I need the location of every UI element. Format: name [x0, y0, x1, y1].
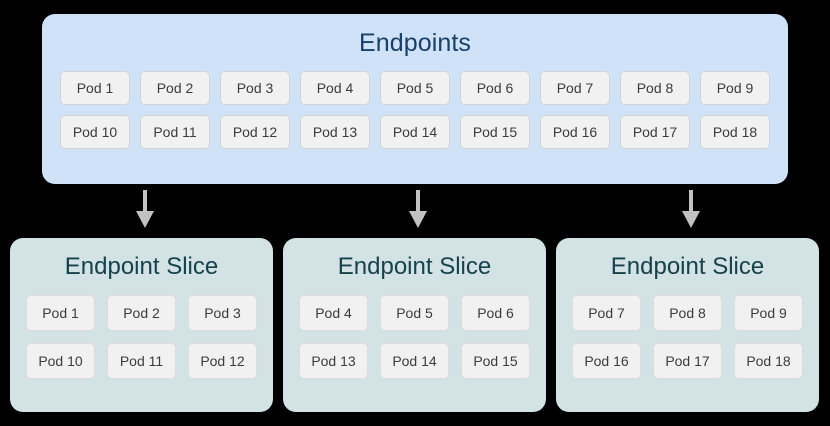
pod-chip[interactable]: Pod 10 — [26, 343, 95, 379]
pod-chip[interactable]: Pod 3 — [188, 295, 257, 331]
pod-chip[interactable]: Pod 18 — [700, 115, 770, 149]
pod-chip[interactable]: Pod 17 — [620, 115, 690, 149]
pod-chip[interactable]: Pod 10 — [60, 115, 130, 149]
arrow-down-icon — [136, 190, 154, 228]
pod-chip[interactable]: Pod 14 — [380, 343, 449, 379]
pod-chip[interactable]: Pod 7 — [572, 295, 641, 331]
pod-chip[interactable]: Pod 6 — [461, 295, 530, 331]
endpoint-slice-panel-1: Endpoint Slice Pod 1 Pod 2 Pod 3 Pod 10 … — [10, 238, 273, 412]
pod-chip[interactable]: Pod 7 — [540, 71, 610, 105]
endpoint-slice-pod-grid: Pod 1 Pod 2 Pod 3 Pod 10 Pod 11 Pod 12 — [10, 295, 273, 379]
endpoint-slice-panel-3: Endpoint Slice Pod 7 Pod 8 Pod 9 Pod 16 … — [556, 238, 819, 412]
endpoint-slice-panel-2: Endpoint Slice Pod 4 Pod 5 Pod 6 Pod 13 … — [283, 238, 546, 412]
pod-chip[interactable]: Pod 11 — [107, 343, 176, 379]
arrow-down-icon — [409, 190, 427, 228]
pod-chip[interactable]: Pod 9 — [700, 71, 770, 105]
pod-chip[interactable]: Pod 15 — [460, 115, 530, 149]
endpoint-slice-pod-row-1: Pod 1 Pod 2 Pod 3 — [10, 295, 273, 331]
pod-chip[interactable]: Pod 8 — [620, 71, 690, 105]
endpoint-slice-title: Endpoint Slice — [64, 253, 219, 280]
pod-chip[interactable]: Pod 1 — [60, 71, 130, 105]
endpoint-slice-pod-row-1: Pod 4 Pod 5 Pod 6 — [283, 295, 546, 331]
pod-chip[interactable]: Pod 8 — [653, 295, 722, 331]
pod-chip[interactable]: Pod 3 — [220, 71, 290, 105]
pod-chip[interactable]: Pod 12 — [188, 343, 257, 379]
pod-chip[interactable]: Pod 2 — [140, 71, 210, 105]
endpoint-slice-pod-grid: Pod 4 Pod 5 Pod 6 Pod 13 Pod 14 Pod 15 — [283, 295, 546, 379]
endpoint-slice-pod-row-2: Pod 13 Pod 14 Pod 15 — [283, 343, 546, 379]
pod-chip[interactable]: Pod 5 — [380, 295, 449, 331]
pod-chip[interactable]: Pod 2 — [107, 295, 176, 331]
pod-chip[interactable]: Pod 13 — [299, 343, 368, 379]
pod-chip[interactable]: Pod 12 — [220, 115, 290, 149]
endpoints-title: Endpoints — [358, 29, 472, 57]
endpoint-slice-pod-row-2: Pod 10 Pod 11 Pod 12 — [10, 343, 273, 379]
endpoint-slice-pod-grid: Pod 7 Pod 8 Pod 9 Pod 16 Pod 17 Pod 18 — [556, 295, 819, 379]
pod-chip[interactable]: Pod 16 — [572, 343, 641, 379]
pod-chip[interactable]: Pod 16 — [540, 115, 610, 149]
endpoints-panel: Endpoints Pod 1 Pod 2 Pod 3 Pod 4 Pod 5 … — [42, 14, 788, 184]
pod-chip[interactable]: Pod 1 — [26, 295, 95, 331]
pod-chip[interactable]: Pod 15 — [461, 343, 530, 379]
arrow-down-icon — [682, 190, 700, 228]
pod-chip[interactable]: Pod 4 — [300, 71, 370, 105]
endpoint-slice-title: Endpoint Slice — [610, 253, 765, 280]
pod-chip[interactable]: Pod 6 — [460, 71, 530, 105]
endpoints-pod-row-2: Pod 10 Pod 11 Pod 12 Pod 13 Pod 14 Pod 1… — [42, 115, 788, 149]
pod-chip[interactable]: Pod 13 — [300, 115, 370, 149]
endpoint-slice-pod-row-2: Pod 16 Pod 17 Pod 18 — [556, 343, 819, 379]
pod-chip[interactable]: Pod 18 — [734, 343, 803, 379]
pod-chip[interactable]: Pod 14 — [380, 115, 450, 149]
pod-chip[interactable]: Pod 4 — [299, 295, 368, 331]
endpoints-pod-row-1: Pod 1 Pod 2 Pod 3 Pod 4 Pod 5 Pod 6 Pod … — [42, 71, 788, 105]
pod-chip[interactable]: Pod 9 — [734, 295, 803, 331]
endpoints-pod-grid: Pod 1 Pod 2 Pod 3 Pod 4 Pod 5 Pod 6 Pod … — [42, 71, 788, 149]
endpoint-slice-title: Endpoint Slice — [337, 253, 492, 280]
endpoint-slice-pod-row-1: Pod 7 Pod 8 Pod 9 — [556, 295, 819, 331]
pod-chip[interactable]: Pod 17 — [653, 343, 722, 379]
pod-chip[interactable]: Pod 11 — [140, 115, 210, 149]
pod-chip[interactable]: Pod 5 — [380, 71, 450, 105]
